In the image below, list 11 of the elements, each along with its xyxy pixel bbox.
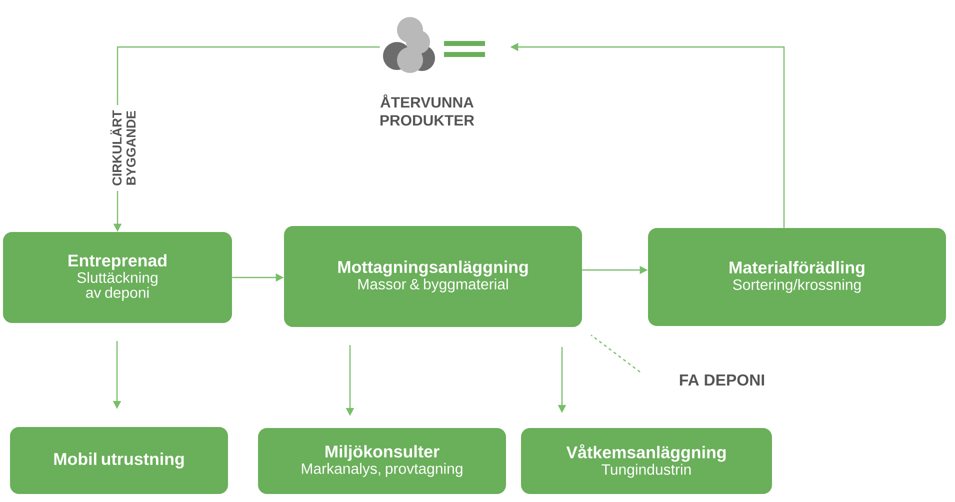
process-box: Materialförädling Sortering/krossning (648, 228, 946, 326)
process-box: Mobil utrustning (10, 427, 228, 494)
recycled-products-drawing (383, 17, 485, 73)
process-box: Våtkemsanläggning Tungindustrin (521, 428, 772, 494)
edge-label: CIRKULÄRT BYGGANDE (107, 105, 139, 191)
caption-text: ÅTERVUNNA PRODUKTER (380, 94, 474, 126)
process-box: Miljökonsulter Markanalys, provtagning (258, 428, 506, 494)
process-box: Entreprenad Sluttäckning av deponi (3, 232, 232, 323)
leader-line (590, 334, 640, 372)
note-text: FA DEPONI (680, 374, 764, 386)
process-box: Mottagningsanläggning Massor & byggmaterial (284, 226, 582, 327)
